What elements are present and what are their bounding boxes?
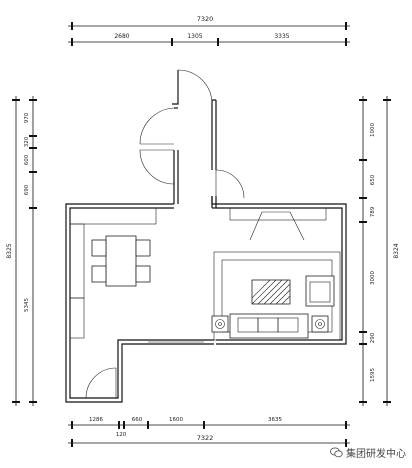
bottom-seg-2: 660	[132, 417, 143, 423]
top-seg-1: 2680	[114, 33, 129, 40]
left-seg-1: 970	[24, 112, 30, 123]
bottom-seg-3: 1600	[169, 417, 183, 423]
wechat-icon	[330, 447, 343, 458]
bottom-seg-4: 3635	[268, 417, 282, 423]
left-seg-3: 600	[24, 154, 30, 165]
dining-chair	[91, 265, 107, 283]
bottom-seg-1: 1286	[89, 417, 103, 423]
dining-chair	[135, 239, 151, 257]
top-seg-2: 1305	[187, 33, 202, 40]
left-seg-4: 690	[24, 184, 30, 195]
armchair	[305, 275, 335, 307]
right-seg-1: 1000	[370, 123, 376, 137]
left-total-label: 8325	[6, 243, 13, 258]
left-seg-5: 5345	[24, 298, 30, 312]
living-rug	[213, 251, 341, 341]
watermark: 集团研发中心	[330, 445, 406, 460]
sofa	[229, 313, 309, 339]
right-seg-6: 1595	[370, 368, 376, 382]
top-seg-3: 3335	[274, 33, 289, 40]
watermark-text: 集团研发中心	[346, 449, 406, 460]
furniture	[69, 207, 341, 341]
left-dimensions: 8325 970 320 600 690 5345	[6, 96, 37, 406]
dining-chair	[135, 265, 151, 283]
dining-chair	[91, 239, 107, 257]
top-total-label: 7320	[197, 15, 214, 23]
right-seg-2: 650	[370, 174, 376, 185]
right-dimensions: 1000 650 789 3000 290 1595 8324	[359, 96, 400, 406]
top-dimensions: 7320 2680 1305 3335	[68, 15, 350, 46]
right-seg-4: 3000	[370, 271, 376, 285]
coffee-table	[251, 279, 291, 305]
bottom-total-label: 7322	[197, 434, 214, 442]
doors	[85, 69, 245, 399]
bottom-small-label: 120	[116, 432, 127, 438]
left-seg-2: 320	[24, 136, 30, 147]
side-table-right	[311, 315, 329, 333]
right-total-label: 8324	[393, 243, 400, 258]
right-seg-3: 789	[370, 206, 376, 217]
right-seg-5: 290	[370, 332, 376, 343]
tv-cabinet	[229, 207, 327, 221]
bottom-dimensions: 1286 660 1600 3635 120 7322	[68, 417, 350, 447]
side-table-left	[211, 315, 229, 333]
dining-table	[105, 235, 137, 287]
